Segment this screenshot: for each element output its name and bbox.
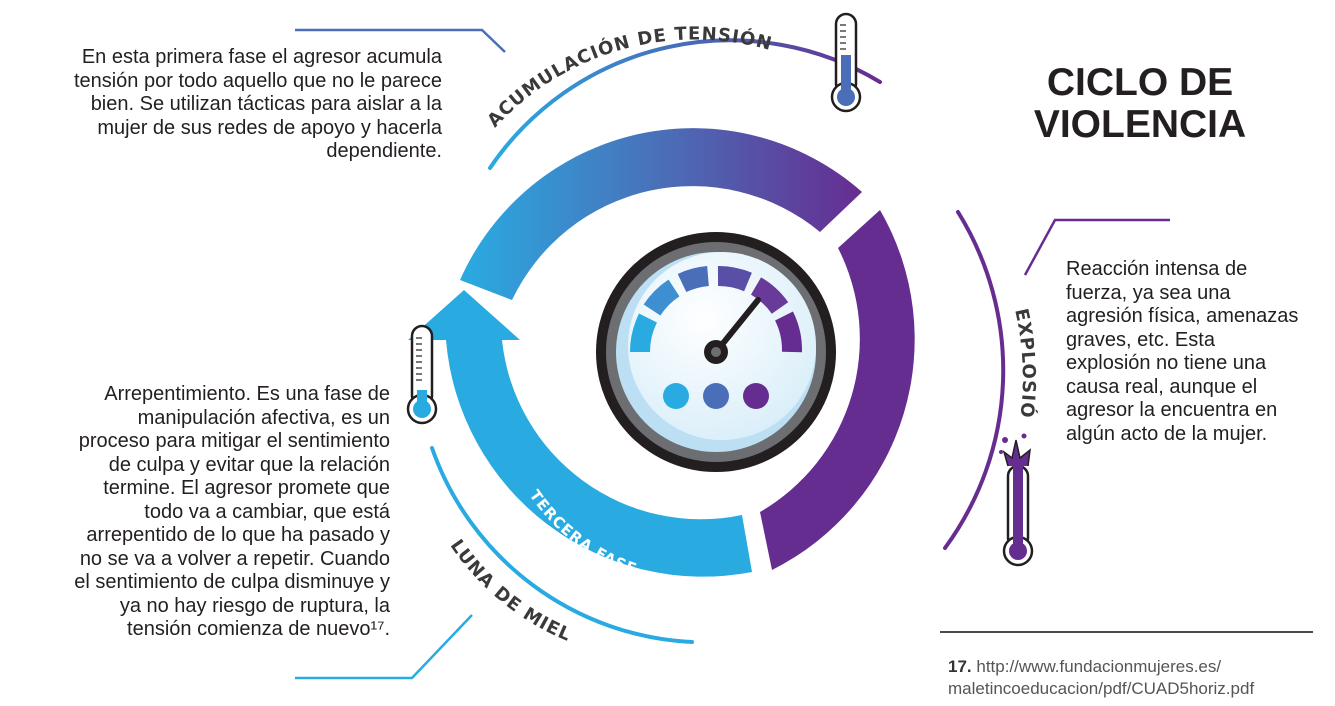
- connector-line-second: [1023, 218, 1170, 276]
- connector-line-first: [295, 28, 506, 53]
- ring-segment-first: [460, 128, 862, 300]
- outer-arc-second: [943, 210, 1006, 550]
- connector-line-third: [295, 614, 473, 680]
- pressure-gauge-icon: [596, 232, 836, 472]
- footnote: 17. http://www.fundacionmujeres.es/ male…: [948, 656, 1254, 700]
- ring-segment-third: [408, 290, 752, 577]
- description-first-phase: En esta primera fase el agresor acumula …: [73, 46, 442, 162]
- footnote-number: 17.: [948, 657, 972, 676]
- indicator-dot-purple: [743, 383, 769, 409]
- thermometer-medium-icon: [830, 12, 862, 113]
- description-second-phase: Reacción intensa de fuerza, ya sea una a…: [1066, 258, 1299, 445]
- phase-name-third: LUNA DE MIEL: [446, 536, 575, 646]
- thermometer-exploding-icon: [999, 433, 1034, 567]
- indicator-dot-cyan: [663, 383, 689, 409]
- page-title: CICLO DE VIOLENCIA: [1033, 61, 1247, 146]
- indicator-dot-blue: [703, 383, 729, 409]
- ring-segment-second: [760, 210, 915, 570]
- footnote-url-line2[interactable]: maletincoeducacion/pdf/CUAD5horiz.pdf: [948, 679, 1255, 698]
- outer-arc-first: [488, 38, 882, 170]
- outer-arc-third: [430, 446, 694, 644]
- thermometer-low-icon: [406, 324, 438, 425]
- footnote-url-line1[interactable]: http://www.fundacionmujeres.es/: [971, 657, 1222, 676]
- description-third-phase: Arrepentimiento. Es una fase de manipula…: [74, 383, 390, 640]
